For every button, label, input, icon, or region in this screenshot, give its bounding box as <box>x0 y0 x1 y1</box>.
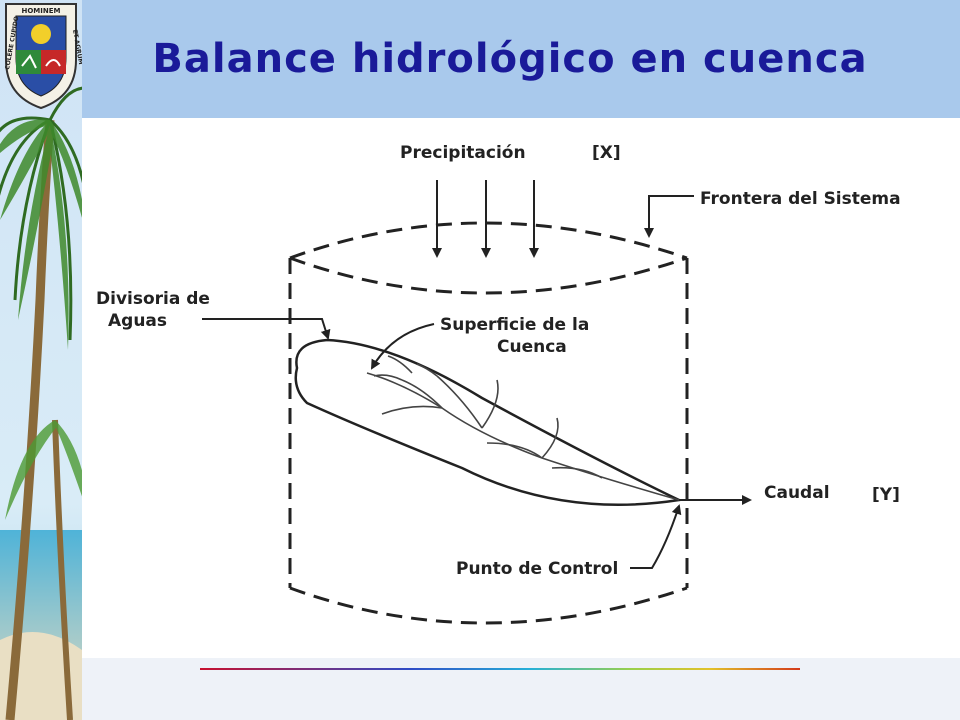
watershed-surface-shape <box>294 338 684 506</box>
palm-tree-image: HOMINEM COLERE CUPIDO ET AGRUM <box>0 0 82 720</box>
watershed-surface-leader-arrow <box>371 323 435 370</box>
drainage-network <box>366 355 680 501</box>
precipitation-symbol: [X] <box>592 143 621 163</box>
outflow-label: Caudal <box>764 483 830 503</box>
cylinder-top-back <box>289 221 688 260</box>
outflow-symbol: [Y] <box>872 485 900 505</box>
crest-text-top: HOMINEM <box>22 7 61 15</box>
water-divide-label-line1: Divisoria de <box>96 289 210 309</box>
watershed-surface-label-line2: Cuenca <box>497 337 567 357</box>
control-point-leader-arrow <box>630 504 682 569</box>
precipitation-label: Precipitación <box>400 143 526 163</box>
water-divide-leader-arrow <box>202 318 331 340</box>
system-boundary-cylinder <box>288 221 689 625</box>
cylinder-bottom <box>289 586 688 625</box>
header-band <box>0 0 960 118</box>
palm-sidebar: HOMINEM COLERE CUPIDO ET AGRUM <box>0 0 82 720</box>
footer-gradient-rule <box>200 668 800 670</box>
boundary-leader-arrow <box>644 195 694 238</box>
control-point-label: Punto de Control <box>456 559 618 579</box>
precipitation-arrows <box>432 180 539 258</box>
system-boundary-label: Frontera del Sistema <box>700 189 901 209</box>
watershed-surface-label-line1: Superficie de la <box>440 315 589 335</box>
university-crest-logo: HOMINEM COLERE CUPIDO ET AGRUM <box>4 3 82 110</box>
water-divide-label-line2: Aguas <box>108 311 167 331</box>
crest-text-right: ET AGRUM <box>71 29 82 65</box>
watershed-balance-diagram: Precipitación [X] Frontera del Sistema D… <box>96 143 901 625</box>
cylinder-top-front <box>289 256 688 295</box>
slide-title: Balance hidrológico en cuenca <box>152 36 868 82</box>
